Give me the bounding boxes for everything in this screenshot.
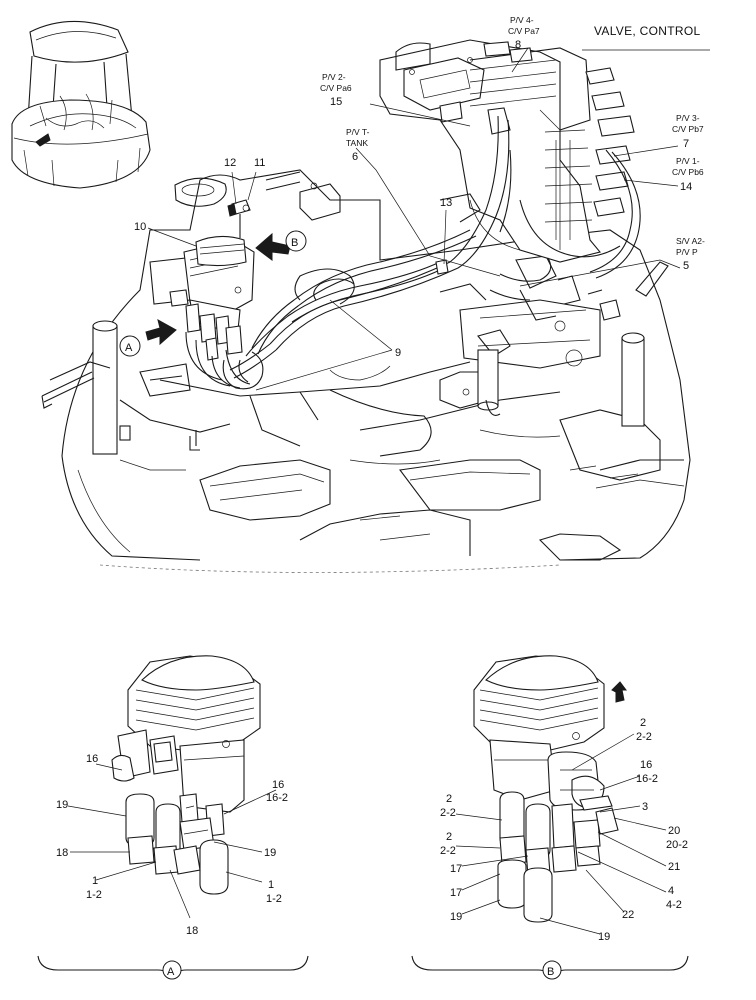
detail-b-callout-16-2: 16-2 (636, 773, 658, 785)
detail-a-callout-16: 16 (86, 753, 98, 765)
callout-13: 13 (440, 197, 452, 209)
detail-b-callout-20-2: 20-2 (666, 839, 688, 851)
detail-a-callout-16-2: 16-2 (266, 792, 288, 804)
detail-a-callout-1-right: 1 (268, 879, 274, 891)
detail-b-callout-2-mid: 2 (446, 831, 452, 843)
detail-view-b-illustration (473, 655, 627, 923)
detail-b-callout-4: 4 (668, 885, 674, 897)
detail-b-callout-17-upper: 17 (450, 863, 462, 875)
callout-pvt-line1: P/V T- (346, 127, 370, 137)
detail-b-callout-17-lower: 17 (450, 887, 462, 899)
view-arrow-a (145, 319, 177, 346)
detail-a-callout-19-right: 19 (264, 847, 276, 859)
callout-pv2-line1: P/V 2- (322, 72, 346, 82)
callout-pv1-line1: P/V 1- (676, 156, 700, 166)
callout-pv1-line2: C/V Pb6 (672, 167, 704, 177)
callout-9: 9 (395, 347, 401, 359)
machine-inset-illustration (11, 20, 151, 189)
view-b-marker-label: B (291, 237, 298, 249)
detail-a-bracket: A (37, 955, 309, 980)
valve-fittings (439, 41, 635, 217)
detail-a-callout-19-left: 19 (56, 799, 68, 811)
detail-b-leaders (455, 733, 667, 935)
callout-8: 8 (515, 39, 521, 51)
detail-b-callout-2-left: 2 (446, 793, 452, 805)
detail-a-callout-16-right: 16 (272, 779, 284, 791)
detail-a-callout-18-bottom: 18 (186, 925, 198, 937)
control-valve-body (379, 39, 635, 263)
detail-b-callout-22: 22 (622, 909, 634, 921)
detail-a-view-label: A (167, 966, 175, 978)
detail-b-callout-2-2-top: 2-2 (636, 731, 652, 743)
view-a-marker: A (119, 335, 141, 357)
callout-pvt-line2: TANK (346, 138, 368, 148)
detail-b-callout-20: 20 (668, 825, 680, 837)
detail-a-callout-18-left: 18 (56, 847, 68, 859)
callout-14: 14 (680, 181, 692, 193)
view-b-marker: B (285, 230, 307, 252)
detail-b-bracket: B (411, 955, 689, 980)
pilot-valve-main (169, 199, 255, 389)
hose-routing (222, 115, 641, 390)
callout-6: 6 (352, 151, 358, 163)
detail-b-callout-2-2-mid: 2-2 (440, 845, 456, 857)
callout-10: 10 (134, 221, 146, 233)
diagram-title: VALVE, CONTROL (594, 24, 700, 38)
callout-11: 11 (254, 157, 265, 169)
detail-b-callout-19-bottom: 19 (598, 931, 610, 943)
callout-pv3-line1: P/V 3- (676, 113, 700, 123)
callout-15: 15 (330, 96, 342, 108)
callout-sva2-line1: S/V A2- (676, 236, 705, 246)
callout-pv2-line2: C/V Pa6 (320, 83, 352, 93)
main-leader-lines (147, 47, 710, 391)
callout-7: 7 (683, 138, 689, 150)
detail-b-callout-2-2-left: 2-2 (440, 807, 456, 819)
callout-pv4-line2: C/V Pa7 (508, 26, 540, 36)
detail-b-callout-21: 21 (668, 861, 680, 873)
detail-a-callout-1-left: 1 (92, 875, 98, 887)
detail-b-callout-19-left: 19 (450, 911, 462, 923)
detail-b-callout-2-top: 2 (640, 717, 646, 729)
view-a-marker-label: A (125, 342, 133, 354)
detail-a-callout-1-2-left: 1-2 (86, 889, 102, 901)
detail-view-a-illustration (111, 655, 261, 895)
detail-a-callout-1-2-right: 1-2 (266, 893, 282, 905)
callout-sva2-line2: P/V P (676, 247, 698, 257)
callout-pv3-line2: C/V Pb7 (672, 124, 704, 134)
callout-pv4-line1: P/V 4- (510, 15, 534, 25)
detail-b-view-label: B (547, 966, 554, 978)
view-arrow-b (255, 232, 291, 261)
detail-b-callout-4-2: 4-2 (666, 899, 682, 911)
detail-b-callout-16: 16 (640, 759, 652, 771)
detail-b-callout-3: 3 (642, 801, 648, 813)
upper-frame-assembly (41, 169, 691, 573)
callout-12: 12 (224, 157, 236, 169)
detail-a-leaders (67, 763, 277, 919)
callout-5: 5 (683, 260, 689, 272)
